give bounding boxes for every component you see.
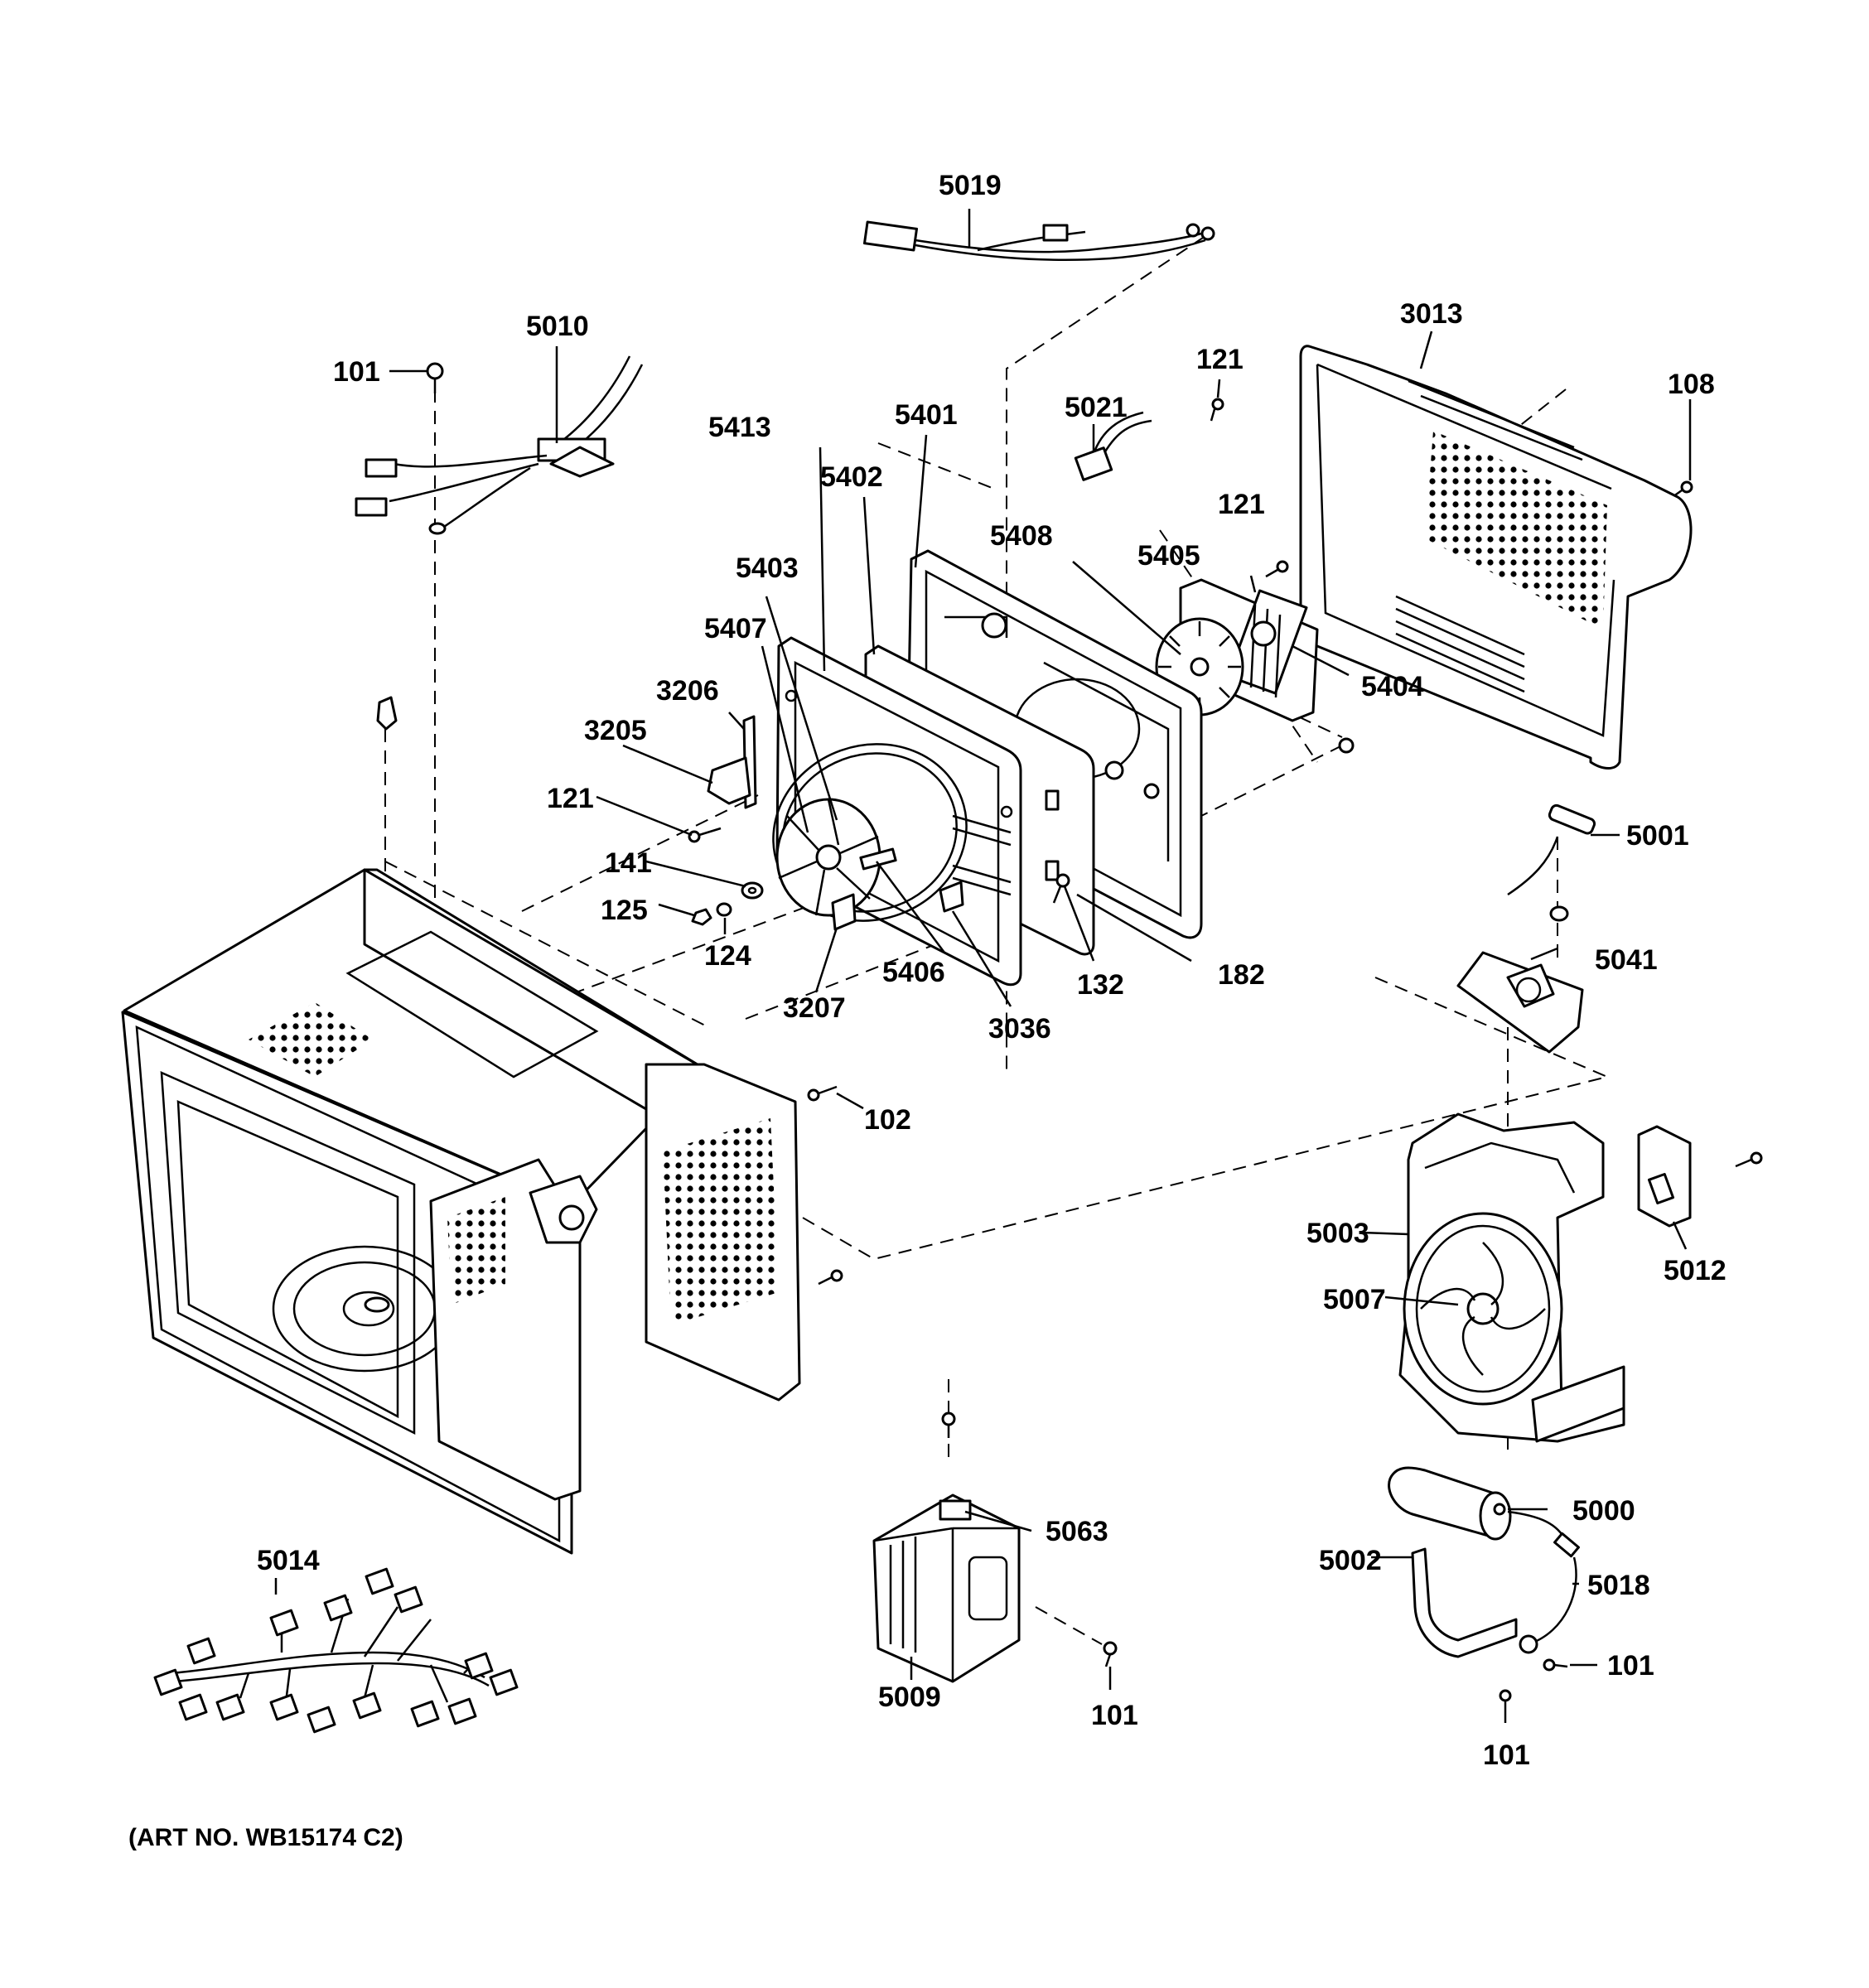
label-141: 141	[605, 847, 652, 879]
fan-5007	[1420, 1242, 1546, 1376]
board-5041	[1456, 836, 1584, 1054]
fuse-5001	[1548, 803, 1596, 835]
screw-101-right	[1543, 1658, 1568, 1672]
label-124: 124	[704, 940, 751, 972]
cover-3013	[1299, 345, 1693, 770]
screw-101-top	[426, 362, 444, 393]
clip-3036	[939, 881, 964, 913]
washer-124	[716, 902, 732, 917]
wire-harness-5019	[862, 220, 1215, 262]
label-5018: 5018	[1587, 1570, 1650, 1601]
screw-132	[1052, 873, 1070, 904]
label-3205: 3205	[584, 715, 647, 746]
label-5063: 5063	[1046, 1516, 1108, 1547]
label-5003: 5003	[1306, 1218, 1369, 1249]
label-5002: 5002	[1319, 1545, 1382, 1576]
label-5406: 5406	[882, 957, 945, 988]
clip-left	[376, 696, 398, 731]
label-5401: 5401	[895, 399, 958, 431]
label-3207: 3207	[783, 992, 846, 1024]
label-5413: 5413	[708, 412, 771, 443]
label-121-b: 121	[1218, 489, 1265, 520]
nut-125	[691, 908, 712, 926]
label-125: 125	[601, 895, 648, 926]
label-5009: 5009	[878, 1682, 941, 1713]
label-3206: 3206	[656, 675, 719, 707]
label-3013: 3013	[1400, 298, 1463, 330]
label-101-top: 101	[333, 356, 380, 388]
bracket-under-fan	[1531, 1365, 1625, 1443]
screw-121-a	[1210, 398, 1224, 422]
screw-121-b	[1265, 560, 1289, 578]
screw-5012	[1735, 1151, 1763, 1168]
label-5007: 5007	[1323, 1284, 1386, 1315]
label-5405: 5405	[1137, 540, 1200, 572]
sensor-5021	[1074, 411, 1152, 481]
screw-near-cavity	[818, 1269, 843, 1286]
nut-near-5404	[1338, 737, 1355, 754]
wire-harness-5014	[153, 1567, 519, 1734]
label-3036: 3036	[988, 1013, 1051, 1045]
label-121-a: 121	[1196, 344, 1244, 375]
leader-lines	[274, 209, 1692, 1723]
label-101-bottom: 101	[1483, 1740, 1530, 1771]
label-5019: 5019	[939, 170, 1002, 201]
label-101-mag: 101	[1091, 1700, 1138, 1731]
convection-fan-5407	[775, 798, 897, 917]
label-102: 102	[864, 1104, 911, 1136]
label-108: 108	[1668, 369, 1715, 400]
label-5041: 5041	[1595, 944, 1658, 976]
label-101-right: 101	[1607, 1650, 1654, 1682]
label-5403: 5403	[736, 552, 799, 584]
diode-5018	[1507, 1510, 1580, 1654]
clip-3207	[831, 893, 857, 931]
wire-harness-5010	[355, 355, 644, 535]
bracket-3205	[707, 756, 751, 805]
bracket-5002	[1411, 1547, 1518, 1658]
label-5402: 5402	[820, 461, 883, 493]
screw-101-bottom	[1499, 1689, 1512, 1713]
part-labels: 5019 5010 101 3013 121 5021 108 5401 541…	[128, 170, 1727, 1851]
label-5404: 5404	[1361, 671, 1424, 702]
screw-101-mag	[1103, 1641, 1118, 1667]
label-5012: 5012	[1664, 1255, 1727, 1286]
label-5408: 5408	[990, 520, 1053, 552]
washer-141	[741, 881, 764, 900]
screw-121-c	[688, 827, 722, 843]
label-132: 132	[1077, 969, 1124, 1001]
label-5010: 5010	[526, 311, 589, 342]
label-5000: 5000	[1572, 1495, 1635, 1527]
art-number: (ART NO. WB15174 C2)	[128, 1824, 403, 1851]
label-121-c: 121	[547, 783, 594, 814]
oven-cavity	[121, 868, 801, 1555]
capacitor-5000	[1388, 1466, 1512, 1541]
label-5001: 5001	[1626, 820, 1689, 852]
label-5407: 5407	[704, 613, 767, 644]
magnetron-5009	[872, 1411, 1021, 1683]
label-5021: 5021	[1065, 392, 1128, 423]
bracket-5012	[1637, 1125, 1692, 1228]
label-5014: 5014	[257, 1545, 320, 1576]
screw-102	[807, 1085, 838, 1102]
label-182: 182	[1218, 959, 1265, 991]
